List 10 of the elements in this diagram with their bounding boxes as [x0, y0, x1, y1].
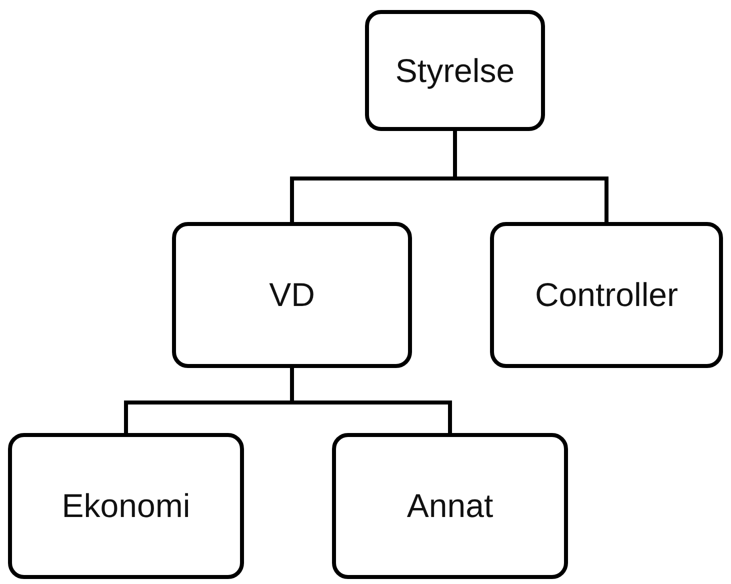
role-label: Annat [406, 487, 494, 525]
role-label: Ekonomi [62, 487, 190, 525]
org-box [8, 433, 244, 579]
role-label: VD [269, 276, 315, 314]
org-box [172, 222, 412, 368]
role-label: Styrelse [395, 52, 515, 90]
role-label: Controller [534, 276, 678, 314]
org-box [490, 222, 723, 368]
org-box [365, 10, 545, 131]
org-box [332, 433, 568, 579]
